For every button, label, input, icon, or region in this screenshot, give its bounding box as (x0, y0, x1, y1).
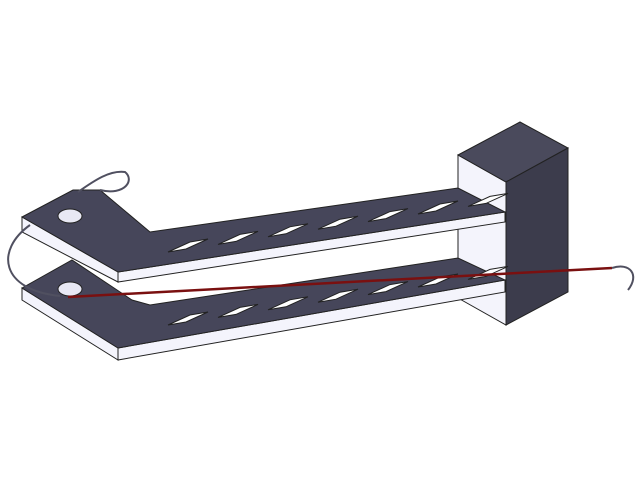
upper-truss-cutouts (167, 192, 509, 253)
truss-cutout (317, 288, 359, 303)
cable-line (67, 266, 613, 299)
block-right-face (505, 147, 569, 326)
truss-cutout (367, 281, 409, 296)
truss-cutout (317, 215, 359, 230)
truss-cutout (467, 192, 509, 207)
truss-cutout (367, 208, 409, 223)
truss-cutout (167, 238, 209, 253)
truss-cutout (417, 200, 459, 215)
upper-arm-top (20, 187, 507, 273)
truss-cutout (267, 296, 309, 311)
lower-arm (21, 257, 509, 361)
truss-cutout (217, 303, 259, 318)
truss-cutout (267, 223, 309, 238)
truss-cutout (217, 230, 259, 245)
lower-hole (57, 281, 83, 297)
cable-hook (611, 265, 635, 291)
upper-arm (20, 187, 509, 283)
truss-cutout (167, 311, 209, 326)
spring-wire (7, 170, 130, 297)
upper-hole (57, 208, 83, 224)
